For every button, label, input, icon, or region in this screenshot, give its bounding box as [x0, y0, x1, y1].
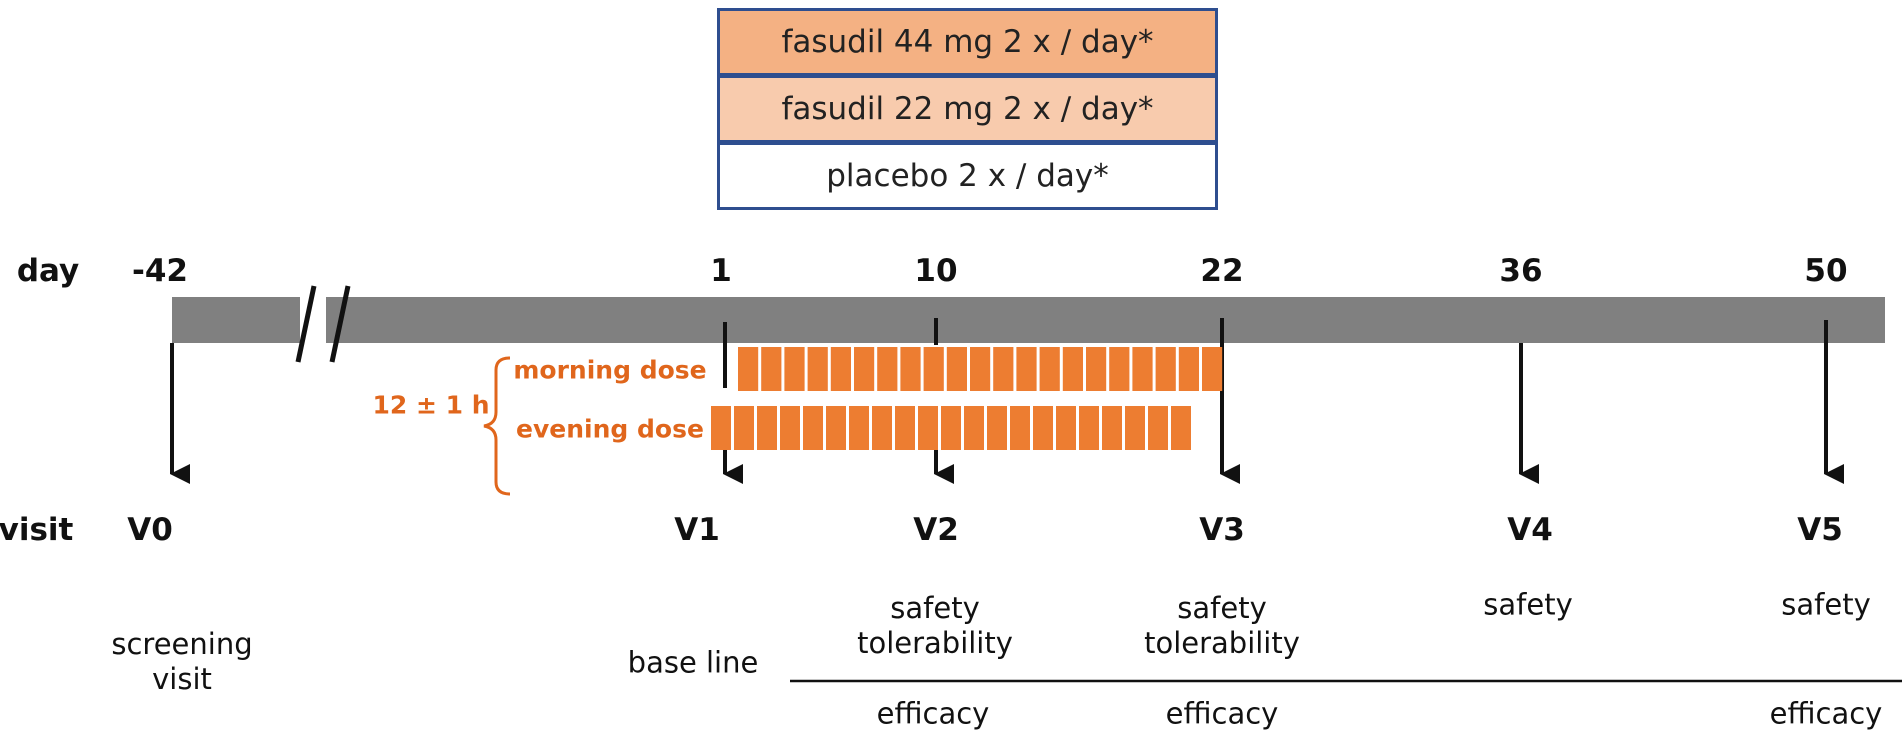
visit-v2: V2 [913, 512, 959, 548]
evening-dose-block [1148, 406, 1168, 450]
day-10: 10 [914, 253, 958, 289]
morning-dose-block [1062, 347, 1083, 391]
arm-fasudil-44: fasudil 44 mg 2 x / day* [717, 8, 1218, 76]
evening-dose-block [1010, 406, 1030, 450]
evening-dose-block [780, 406, 800, 450]
morning-dose-blocks [738, 347, 1223, 391]
morning-dose-block [1016, 347, 1037, 391]
visit-v3: V3 [1199, 512, 1245, 548]
morning-dose-label: morning dose [513, 355, 707, 385]
evening-dose-block [872, 406, 892, 450]
visit-v4: V4 [1507, 512, 1553, 548]
morning-dose-block [854, 347, 875, 391]
efficacy-v2: efficacy [876, 696, 990, 731]
morning-dose-block [830, 347, 851, 391]
evening-dose-block [1125, 406, 1145, 450]
evening-dose-block [1056, 406, 1076, 450]
outcome-v2: safety tolerability [857, 591, 1013, 660]
evening-dose-block [1079, 406, 1099, 450]
visit-row-label: visit [0, 512, 74, 548]
morning-dose-block [970, 347, 991, 391]
morning-dose-block [1086, 347, 1107, 391]
evening-dose-block [734, 406, 754, 450]
day-50: 50 [1804, 253, 1848, 289]
visit-v0: V0 [127, 512, 173, 548]
morning-dose-block [1178, 347, 1199, 391]
evening-dose-block [826, 406, 846, 450]
outcome-v4: safety [1483, 587, 1573, 622]
efficacy-v3: efficacy [1165, 696, 1279, 731]
outcome-screening: screening visit [111, 627, 253, 696]
outcome-v5: safety [1781, 587, 1871, 622]
morning-dose-block [761, 347, 782, 391]
morning-dose-block [877, 347, 898, 391]
day-36: 36 [1499, 253, 1543, 289]
day-minus42: -42 [131, 253, 189, 289]
evening-dose-block [757, 406, 777, 450]
arm-fasudil-22: fasudil 22 mg 2 x / day* [717, 75, 1218, 143]
morning-dose-block [1132, 347, 1153, 391]
arm-placebo: placebo 2 x / day* [717, 142, 1218, 210]
evening-dose-block [803, 406, 823, 450]
evening-dose-block [849, 406, 869, 450]
evening-dose-block [941, 406, 961, 450]
evening-dose-blocks [711, 406, 1191, 450]
morning-dose-block [738, 347, 759, 391]
morning-dose-block [784, 347, 805, 391]
dosing-interval: 12 ± 1 h [372, 390, 490, 420]
outcome-v3: safety tolerability [1144, 591, 1300, 660]
evening-dose-block [918, 406, 938, 450]
evening-dose-block [1102, 406, 1122, 450]
break-mark-2 [329, 285, 351, 363]
day-1: 1 [710, 253, 732, 289]
evening-dose-block [1171, 406, 1191, 450]
visit-v1: V1 [674, 512, 720, 548]
morning-dose-block [993, 347, 1014, 391]
morning-dose-block [946, 347, 967, 391]
evening-dose-block [711, 406, 731, 450]
morning-dose-block [1039, 347, 1060, 391]
evening-dose-block [964, 406, 984, 450]
visit-v5: V5 [1797, 512, 1843, 548]
day-22: 22 [1200, 253, 1244, 289]
morning-dose-block [923, 347, 944, 391]
evening-dose-block [1033, 406, 1053, 450]
morning-dose-block [900, 347, 921, 391]
timeline-bar [172, 297, 1885, 343]
interval-brace [483, 356, 511, 496]
morning-dose-block [1155, 347, 1176, 391]
outcome-baseline: base line [627, 645, 759, 680]
evening-dose-label: evening dose [516, 414, 704, 444]
evening-dose-block [987, 406, 1007, 450]
morning-dose-block [1109, 347, 1130, 391]
evening-dose-block [895, 406, 915, 450]
day-row-label: day [16, 253, 80, 289]
morning-dose-block [1202, 347, 1223, 391]
efficacy-v5: efficacy [1769, 696, 1883, 731]
break-mark-1 [295, 285, 317, 363]
morning-dose-block [807, 347, 828, 391]
